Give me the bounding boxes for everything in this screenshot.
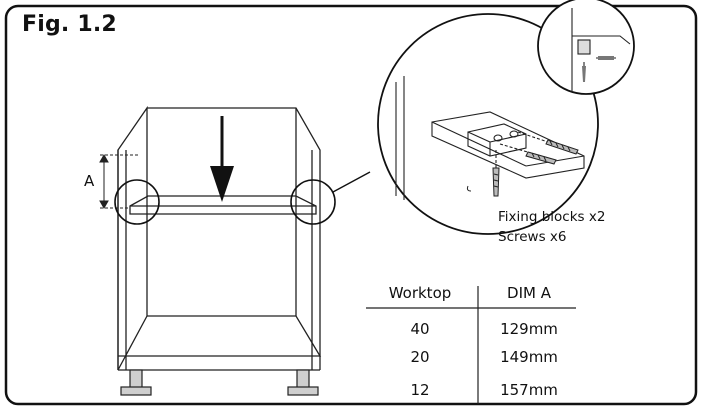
table-lines	[366, 286, 576, 404]
table-cell: 20	[410, 348, 430, 366]
table-header-worktop: Worktop	[388, 284, 452, 302]
table-cell: 40	[410, 320, 430, 338]
corner-detail	[537, 0, 635, 95]
cabinet-legs	[120, 369, 319, 396]
detail-circle-right	[290, 179, 336, 225]
caption-fixing-blocks: Fixing blocks x2	[498, 209, 606, 225]
cabinet-drawing	[117, 105, 322, 371]
table-cell: 12	[410, 381, 430, 399]
dimension-a-label: A	[84, 172, 95, 190]
insert-arrow	[210, 116, 234, 202]
table-cell: 157mm	[500, 381, 558, 399]
table-header-dim-a: DIM A	[507, 284, 551, 302]
figure-border	[4, 4, 698, 406]
dimension-a-marker	[99, 153, 140, 210]
detail-circle-left	[114, 179, 160, 225]
figure-label: Fig. 1.2	[22, 12, 117, 37]
table-cell: 129mm	[500, 320, 558, 338]
table-cell: 149mm	[500, 348, 558, 366]
caption-screws: Screws x6	[498, 229, 567, 245]
